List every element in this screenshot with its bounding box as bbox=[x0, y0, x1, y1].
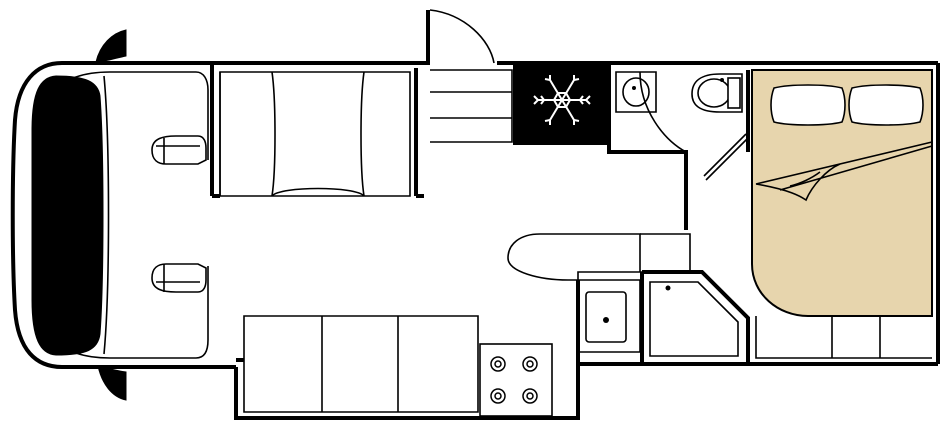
four-burner-hob-icon bbox=[479, 343, 553, 417]
under-bed-storage bbox=[755, 316, 932, 359]
kitchen bbox=[479, 233, 691, 417]
shower bbox=[640, 270, 750, 364]
washroom-door-swing bbox=[639, 71, 687, 153]
dinette-sofa bbox=[236, 315, 479, 413]
kitchen-counter-side bbox=[640, 233, 691, 273]
cab-floor-outline-low bbox=[110, 294, 209, 359]
washroom bbox=[607, 63, 750, 230]
shower-enclosure bbox=[640, 270, 750, 364]
washroom-door-edge bbox=[705, 137, 749, 181]
wash-basin-icon bbox=[615, 71, 657, 113]
pillow-right bbox=[848, 84, 924, 126]
sink-icon bbox=[585, 291, 627, 343]
door-step bbox=[430, 69, 513, 143]
snowflake-icon bbox=[533, 75, 591, 125]
dinette-sofa-frame bbox=[243, 315, 479, 413]
dashboard-inner bbox=[103, 75, 110, 355]
mirror-left bbox=[95, 29, 127, 63]
lounge-back-wall bbox=[414, 68, 424, 198]
duvet-corner bbox=[789, 171, 821, 187]
cab-seat-passenger bbox=[151, 263, 207, 293]
windscreen bbox=[31, 75, 104, 356]
lounge-sofa bbox=[219, 71, 411, 197]
bed-mattress bbox=[751, 69, 933, 317]
sofa-back bbox=[219, 71, 411, 197]
sofa-front-edge bbox=[271, 187, 365, 197]
entrance-door bbox=[426, 9, 513, 143]
cab-seat-passenger-back bbox=[156, 264, 200, 292]
mirror-right bbox=[97, 365, 127, 401]
duvet-fold bbox=[755, 141, 933, 202]
fridge-box bbox=[513, 63, 609, 145]
washroom-walls bbox=[607, 63, 688, 230]
wall-bottom-bay bbox=[234, 364, 580, 420]
cab-floor-outline bbox=[110, 71, 209, 134]
habitation-walls bbox=[210, 61, 940, 420]
fridge bbox=[513, 63, 609, 145]
pillow-left bbox=[770, 84, 846, 126]
dinette-sofa-cushions bbox=[321, 316, 399, 412]
cab bbox=[10, 29, 236, 401]
sofa-cushion-line bbox=[219, 71, 365, 197]
shower-tray-icon bbox=[649, 281, 739, 357]
cab-seat-driver-back bbox=[156, 138, 200, 164]
bedroom bbox=[751, 69, 933, 359]
kitchen-counter bbox=[507, 233, 641, 281]
cab-seat-driver bbox=[151, 135, 207, 165]
lounge-bulkhead bbox=[210, 63, 220, 198]
washroom-door bbox=[703, 133, 747, 177]
door-swing-arc bbox=[429, 9, 495, 64]
toilet-icon bbox=[691, 73, 743, 113]
cab-shell bbox=[10, 61, 236, 369]
